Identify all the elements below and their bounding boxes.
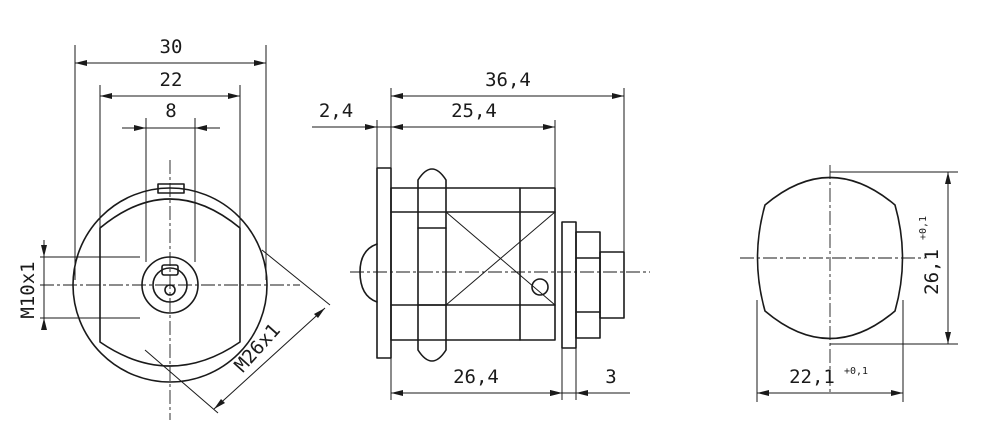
side-cam-shaft bbox=[599, 251, 625, 319]
arrow bbox=[945, 172, 951, 184]
cutout-outline bbox=[756, 176, 904, 340]
arrow bbox=[195, 125, 207, 131]
side-body bbox=[390, 187, 556, 341]
arrow bbox=[576, 390, 588, 396]
side-key-head bbox=[359, 243, 378, 303]
side-view: 36,4 2,4 25,4 26,4 3 bbox=[312, 69, 650, 400]
dim-label-26-1: 26,1 bbox=[921, 249, 943, 295]
arrow bbox=[254, 60, 266, 66]
arrow bbox=[543, 124, 555, 130]
dim-label-26-4: 26,4 bbox=[453, 366, 499, 388]
arrow bbox=[757, 390, 769, 396]
arrow bbox=[550, 390, 562, 396]
side-cross-line bbox=[445, 211, 556, 306]
ext-line bbox=[144, 349, 219, 414]
arrow bbox=[314, 308, 325, 318]
arrow bbox=[41, 318, 47, 330]
dim-label-22-1: 22,1 bbox=[789, 366, 835, 388]
arrow bbox=[365, 124, 377, 130]
dim-tol-26-1: +0,1 bbox=[918, 216, 929, 240]
arrow bbox=[945, 332, 951, 344]
arrow bbox=[391, 390, 403, 396]
side-pin bbox=[531, 278, 549, 296]
dim-tol-22-1: +0,1 bbox=[844, 366, 868, 377]
arrow bbox=[612, 93, 624, 99]
side-end-nut bbox=[575, 231, 601, 339]
arrow bbox=[391, 93, 403, 99]
dim-label-22: 22 bbox=[160, 69, 183, 91]
arrow bbox=[75, 60, 87, 66]
dim-label-36-4: 36,4 bbox=[485, 69, 531, 91]
cutout-view: 26,1 +0,1 22,1 +0,1 bbox=[740, 165, 958, 402]
arrow bbox=[41, 245, 47, 257]
dim-line-m26 bbox=[213, 307, 326, 410]
dim-label-m10x1: M10x1 bbox=[17, 261, 39, 318]
dim-label-2-4: 2,4 bbox=[319, 100, 353, 122]
ext-line bbox=[261, 249, 331, 306]
arrow bbox=[214, 399, 225, 409]
arrow bbox=[228, 93, 240, 99]
dim-label-25-4: 25,4 bbox=[451, 100, 497, 122]
side-washer bbox=[561, 221, 577, 349]
dim-label-30: 30 bbox=[160, 36, 183, 58]
side-hex-nut bbox=[417, 168, 447, 362]
arrow bbox=[134, 125, 146, 131]
side-flange bbox=[376, 167, 392, 359]
dim-label-8: 8 bbox=[165, 100, 176, 122]
front-top-notch bbox=[157, 183, 185, 194]
front-body-outline bbox=[99, 198, 241, 367]
front-view: 30 22 8 M10x1 M26x1 bbox=[17, 36, 331, 420]
dim-label-3: 3 bbox=[605, 366, 616, 388]
arrow bbox=[891, 390, 903, 396]
arrow bbox=[100, 93, 112, 99]
